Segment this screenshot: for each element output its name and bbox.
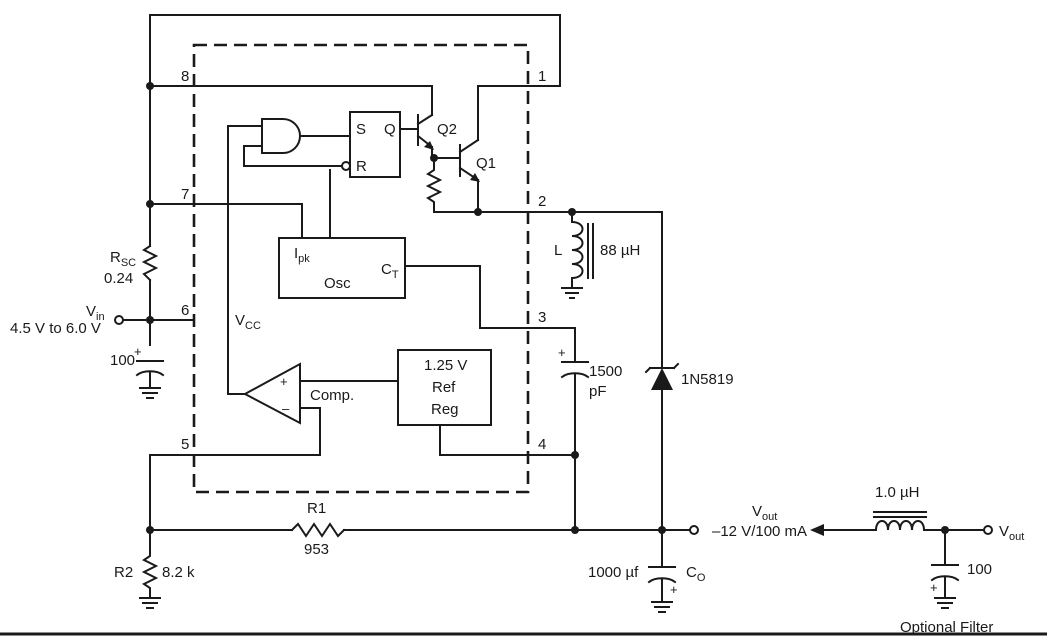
ref-to-pin4-wire bbox=[439, 424, 576, 456]
osc-label: Osc bbox=[324, 275, 351, 292]
co-label: CO bbox=[686, 564, 706, 584]
pin-1-label: 1 bbox=[538, 68, 546, 85]
q2-to-q1-wire bbox=[431, 146, 461, 159]
vcc-label: VCC bbox=[235, 312, 261, 332]
sr-latch bbox=[349, 111, 401, 178]
ct-cap-value1: 1500 bbox=[589, 363, 622, 380]
pin7-wire bbox=[149, 203, 303, 239]
q2-label: Q2 bbox=[437, 121, 457, 138]
filter-core bbox=[873, 511, 927, 518]
r2-value: 8.2 k bbox=[162, 564, 195, 581]
cin-plus: + bbox=[134, 344, 142, 359]
pin-7-label: 7 bbox=[181, 186, 189, 203]
latch-s-label: S bbox=[356, 121, 366, 138]
comp-out-wire bbox=[227, 379, 246, 395]
vout-label: Vout bbox=[752, 503, 777, 523]
filter-plus: + bbox=[930, 580, 938, 595]
pin-5-label: 5 bbox=[181, 436, 189, 453]
vin-range: 4.5 V to 6.0 V bbox=[10, 320, 101, 337]
ic-boundary bbox=[192, 43, 530, 494]
vout-spec: –12 V/100 mA bbox=[712, 523, 807, 540]
pin8-node bbox=[146, 82, 154, 90]
rsc-value: 0.24 bbox=[104, 270, 133, 287]
ref-line1: 1.25 V bbox=[424, 357, 467, 374]
q1-emitter-node bbox=[474, 208, 482, 216]
ct-wire bbox=[404, 265, 576, 361]
ref-line2: Ref bbox=[432, 379, 456, 396]
comp-label: Comp. bbox=[310, 387, 354, 404]
vin-label: Vin bbox=[86, 303, 105, 323]
comp-minus-sign: – bbox=[282, 401, 290, 416]
vout2-label: Vout bbox=[999, 523, 1024, 543]
diode-label: 1N5819 bbox=[681, 371, 734, 388]
latch-q-label: Q bbox=[384, 121, 396, 138]
and-input-bottom bbox=[243, 145, 343, 167]
and-input-top bbox=[227, 125, 263, 381]
pin-3-label: 3 bbox=[538, 309, 546, 326]
bias-resistor bbox=[425, 157, 479, 213]
co-value: 1000 µf bbox=[588, 564, 639, 581]
latch-r-label: R bbox=[356, 158, 367, 175]
l-name: L bbox=[554, 242, 562, 259]
r1-name: R1 bbox=[307, 500, 326, 517]
diode-1n5819 bbox=[651, 368, 673, 390]
cin-capacitor bbox=[135, 360, 165, 399]
l-value: 88 µH bbox=[600, 242, 640, 259]
rsc-label: RSC bbox=[110, 249, 136, 269]
inductor-l bbox=[571, 211, 584, 287]
co-plus: + bbox=[670, 582, 678, 597]
r1-value: 953 bbox=[304, 541, 329, 558]
pin8-wire bbox=[149, 85, 433, 116]
cin-value: 100 bbox=[110, 352, 135, 369]
co-capacitor bbox=[647, 529, 677, 613]
comp-minus-wire bbox=[149, 407, 321, 531]
ref-line3: Reg bbox=[431, 401, 459, 418]
diode-bar bbox=[644, 362, 680, 374]
inductor-ground bbox=[561, 287, 583, 299]
pin-2-label: 2 bbox=[538, 193, 546, 210]
q1-label: Q1 bbox=[476, 155, 496, 172]
osc-block bbox=[278, 237, 406, 299]
filter-c-value: 100 bbox=[967, 561, 992, 578]
r2-name: R2 bbox=[114, 564, 133, 581]
filter-capacitor bbox=[930, 529, 960, 609]
comparator bbox=[242, 362, 301, 425]
ct-capacitor bbox=[560, 361, 590, 379]
ref-reg-block bbox=[397, 349, 492, 426]
inductor-core bbox=[587, 223, 594, 279]
vout-terminal[interactable] bbox=[689, 525, 699, 535]
vin-terminal[interactable] bbox=[114, 315, 124, 325]
pin4-node bbox=[571, 451, 579, 459]
output-arrow-head bbox=[810, 524, 824, 536]
pin-8-label: 8 bbox=[181, 68, 189, 85]
pin2-wire bbox=[477, 211, 663, 367]
filter-caption: Optional Filter bbox=[900, 619, 993, 636]
ipk-label: Ipk bbox=[294, 245, 310, 265]
r2-resistor bbox=[139, 529, 161, 609]
top-loop-wire bbox=[149, 14, 561, 87]
filter-l-value: 1.0 µH bbox=[875, 484, 920, 501]
comp-plus-sign: + bbox=[280, 374, 288, 389]
latch-r-bubble bbox=[341, 161, 351, 171]
ct-bottom-node bbox=[571, 526, 579, 534]
pin6-node bbox=[146, 316, 154, 324]
and-gate bbox=[261, 118, 301, 154]
pin7-node bbox=[146, 200, 154, 208]
ct-cap-plus: + bbox=[558, 345, 566, 360]
rsc-resistor bbox=[141, 244, 159, 282]
ct-label: CT bbox=[381, 261, 399, 281]
vout2-terminal[interactable] bbox=[983, 525, 993, 535]
ct-cap-value2: pF bbox=[589, 383, 607, 400]
filter-inductor bbox=[874, 520, 926, 532]
r1-resistor bbox=[290, 522, 346, 538]
pin-4-label: 4 bbox=[538, 436, 546, 453]
pin-6-label: 6 bbox=[181, 302, 189, 319]
